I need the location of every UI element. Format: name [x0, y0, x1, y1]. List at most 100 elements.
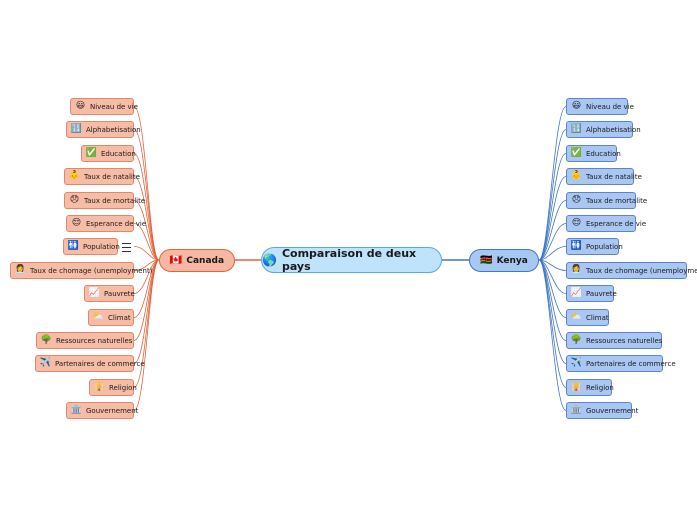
topic-label: Alphabetisation [586, 125, 641, 134]
topic-label: Niveau de vie [90, 102, 138, 111]
kenya-branch-link [538, 106, 567, 261]
topic-icon: 👩‍💼 [14, 265, 27, 275]
canada-branch-link [133, 129, 160, 261]
topic-label: Education [586, 149, 621, 158]
topic-icon: 🕌 [570, 382, 583, 392]
kenya-branch-link [538, 223, 567, 261]
topic-label: Pauvrete [104, 289, 135, 298]
topic-icon: ✈️ [570, 358, 583, 368]
canada-topic-item[interactable]: 👶Taux de natalite [64, 168, 140, 185]
kenya-topic-item[interactable]: 🕌Religion [566, 379, 614, 396]
kenya-branch-link [538, 259, 567, 411]
kenya-topic-item[interactable]: 😌 Esperance de vie [566, 215, 646, 232]
topic-label: Taux de mortalite [586, 196, 648, 205]
canada-branch-link [133, 200, 160, 261]
kenya-flag-icon: 🇰🇪 [480, 255, 493, 266]
topic-label: Religion [586, 383, 614, 392]
canada-topic-item[interactable]: 😌Esperance de vie [66, 215, 146, 232]
topic-icon: 📈 [570, 288, 583, 298]
kenya-branch-link [538, 129, 567, 261]
topic-label: Ressources naturelles [56, 336, 133, 345]
topic-icon: 🔢 [70, 124, 83, 134]
kenya-branch-link [538, 153, 567, 261]
topic-icon: 😌 [71, 218, 82, 228]
topic-icon: 👩‍💼 [570, 265, 583, 275]
topic-label: Population [83, 242, 120, 251]
canada-topic-item[interactable]: 📈Pauvrete [84, 285, 135, 302]
canada-topic-item[interactable]: ✅Education [81, 145, 136, 162]
kenya-topic-item[interactable]: 😃 Niveau de vie [566, 98, 634, 115]
topic-icon: ✅ [570, 148, 583, 158]
topic-label: Religion [109, 383, 137, 392]
topic-icon: 😌 [571, 218, 582, 228]
topic-icon: 👶 [68, 171, 81, 181]
topic-label: Partenaires de commerce [55, 359, 145, 368]
kenya-branch-link [538, 259, 567, 364]
topic-icon: 🏛️ [70, 405, 83, 415]
kenya-topic-item[interactable]: ✈️Partenaires de commerce [566, 355, 676, 372]
topic-icon: ✈️ [39, 358, 52, 368]
kenya-topic-item[interactable]: 🔢Alphabetisation [566, 121, 641, 138]
kenya-topic-item[interactable]: 👶Taux de natalite [566, 168, 642, 185]
kenya-topic-item[interactable]: 👩‍💼Taux de chomage (unemployment) [566, 262, 697, 279]
branch-kenya[interactable]: 🇰🇪 Kenya [469, 249, 539, 272]
topic-icon: ⛅ [570, 312, 583, 322]
kenya-topic-item[interactable]: ✅Education [566, 145, 621, 162]
kenya-topic-item[interactable]: ⛅Climat [566, 309, 609, 326]
kenya-topic-item[interactable]: 🏛️Gouvernement [566, 402, 638, 419]
canada-topic-item[interactable]: ✈️Partenaires de commerce [35, 355, 145, 372]
globe-icon: 🌎 [262, 253, 277, 267]
topic-label: Gouvernement [86, 406, 139, 415]
root-topic-label: Comparaison de deux pays [281, 247, 417, 273]
kenya-branch-link [538, 246, 567, 261]
topic-icon: 😞 [69, 195, 80, 205]
kenya-topic-item[interactable]: 📈Pauvrete [566, 285, 617, 302]
topic-icon: 👶 [570, 171, 583, 181]
canada-topic-item[interactable]: 🌳Ressources naturelles [36, 332, 134, 349]
topic-icon: 🌳 [570, 335, 583, 345]
kenya-branch-link [538, 176, 567, 261]
canada-branch-link [133, 246, 160, 261]
kenya-branch-link [538, 200, 567, 261]
canada-branch-link [133, 106, 160, 261]
canada-branch-link [133, 259, 160, 411]
topic-icon: ⛅ [92, 312, 105, 322]
root-topic[interactable]: 🌎 Comparaison de deux pays [261, 247, 442, 273]
topic-label: Ressources naturelles [586, 336, 663, 345]
topic-label: Taux de chomage (unemployment) [30, 266, 153, 275]
topic-icon: 🏛️ [570, 405, 583, 415]
note-icon[interactable] [121, 242, 132, 253]
topic-label: Niveau de vie [586, 102, 634, 111]
canada-branch-link [133, 176, 160, 261]
kenya-topic-item[interactable]: 😞 Taux de mortalite [566, 192, 647, 209]
topic-label: Taux de chomage (unemployment) [586, 266, 697, 275]
topic-icon: 😞 [571, 195, 582, 205]
kenya-topic-item[interactable]: 🚻Population [566, 238, 623, 255]
topic-label: Climat [108, 313, 131, 322]
canada-topic-item[interactable]: 🏛️Gouvernement [66, 402, 138, 419]
topic-label: Climat [586, 313, 609, 322]
canada-branch-link [133, 223, 160, 261]
branch-canada[interactable]: 🇨🇦 Canada [159, 249, 235, 272]
topic-label: Partenaires de commerce [586, 359, 676, 368]
topic-label: Esperance de vie [586, 219, 647, 228]
canada-topic-item[interactable]: 🕌Religion [89, 379, 137, 396]
topic-icon: 🔢 [570, 124, 583, 134]
kenya-topic-item[interactable]: 🌳Ressources naturelles [566, 332, 662, 349]
topic-icon: ✅ [85, 148, 98, 158]
topic-label: Gouvernement [586, 406, 639, 415]
topic-label: Taux de natalite [84, 172, 140, 181]
topic-icon: 😃 [571, 101, 582, 111]
canada-topic-item[interactable]: 🚻Population [63, 238, 120, 255]
topic-label: Pauvrete [586, 289, 617, 298]
canada-topic-item[interactable]: 😞Taux de mortalite [64, 192, 145, 209]
canada-topic-item[interactable]: 🔢Alphabetisation [66, 121, 141, 138]
canada-topic-item[interactable]: 😃Niveau de vie [70, 98, 138, 115]
canada-topic-item[interactable]: ⛅Climat [88, 309, 134, 326]
topic-label: Alphabetisation [86, 125, 141, 134]
canada-flag-icon: 🇨🇦 [169, 255, 183, 266]
branch-kenya-label: Kenya [496, 255, 528, 266]
canada-topic-item[interactable]: 👩‍💼Taux de chomage (unemployment) [10, 262, 152, 279]
branch-canada-label: Canada [186, 255, 225, 266]
